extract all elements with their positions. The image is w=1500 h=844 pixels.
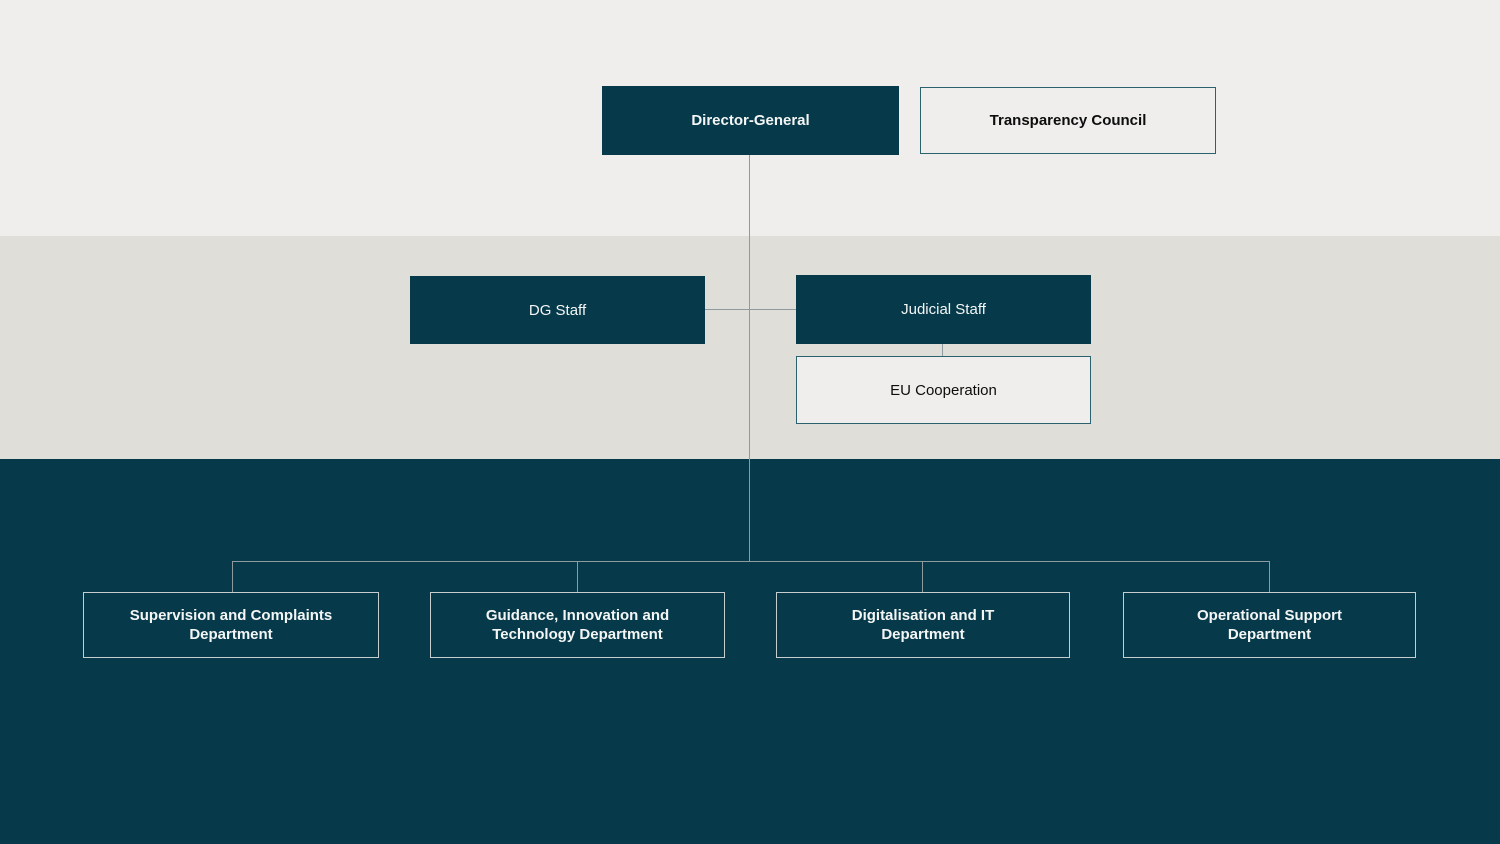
connector-dgstaff-judicialstaff xyxy=(705,309,796,310)
node-eu-cooperation: EU Cooperation xyxy=(796,356,1091,424)
node-digitalisation-it-department: Digitalisation and IT Department xyxy=(776,592,1070,658)
connector-departments-horizontal xyxy=(232,561,1270,562)
node-director-general: Director-General xyxy=(602,86,899,155)
node-transparency-council: Transparency Council xyxy=(920,87,1216,154)
connector-drop-digitalisation xyxy=(922,561,923,592)
node-supervision-complaints-department: Supervision and Complaints Department xyxy=(83,592,379,658)
node-dg-staff: DG Staff xyxy=(410,276,705,344)
node-judicial-staff: Judicial Staff xyxy=(796,275,1091,344)
background-band-middle xyxy=(0,236,1500,459)
connector-drop-supervision xyxy=(232,561,233,592)
node-operational-support-department: Operational Support Department xyxy=(1123,592,1416,658)
connector-drop-guidance xyxy=(577,561,578,592)
connector-trunk-director-general xyxy=(749,155,750,561)
node-guidance-innovation-technology-department: Guidance, Innovation and Technology Depa… xyxy=(430,592,725,658)
connector-drop-operational xyxy=(1269,561,1270,592)
connector-judicialstaff-eucooperation xyxy=(942,344,943,356)
